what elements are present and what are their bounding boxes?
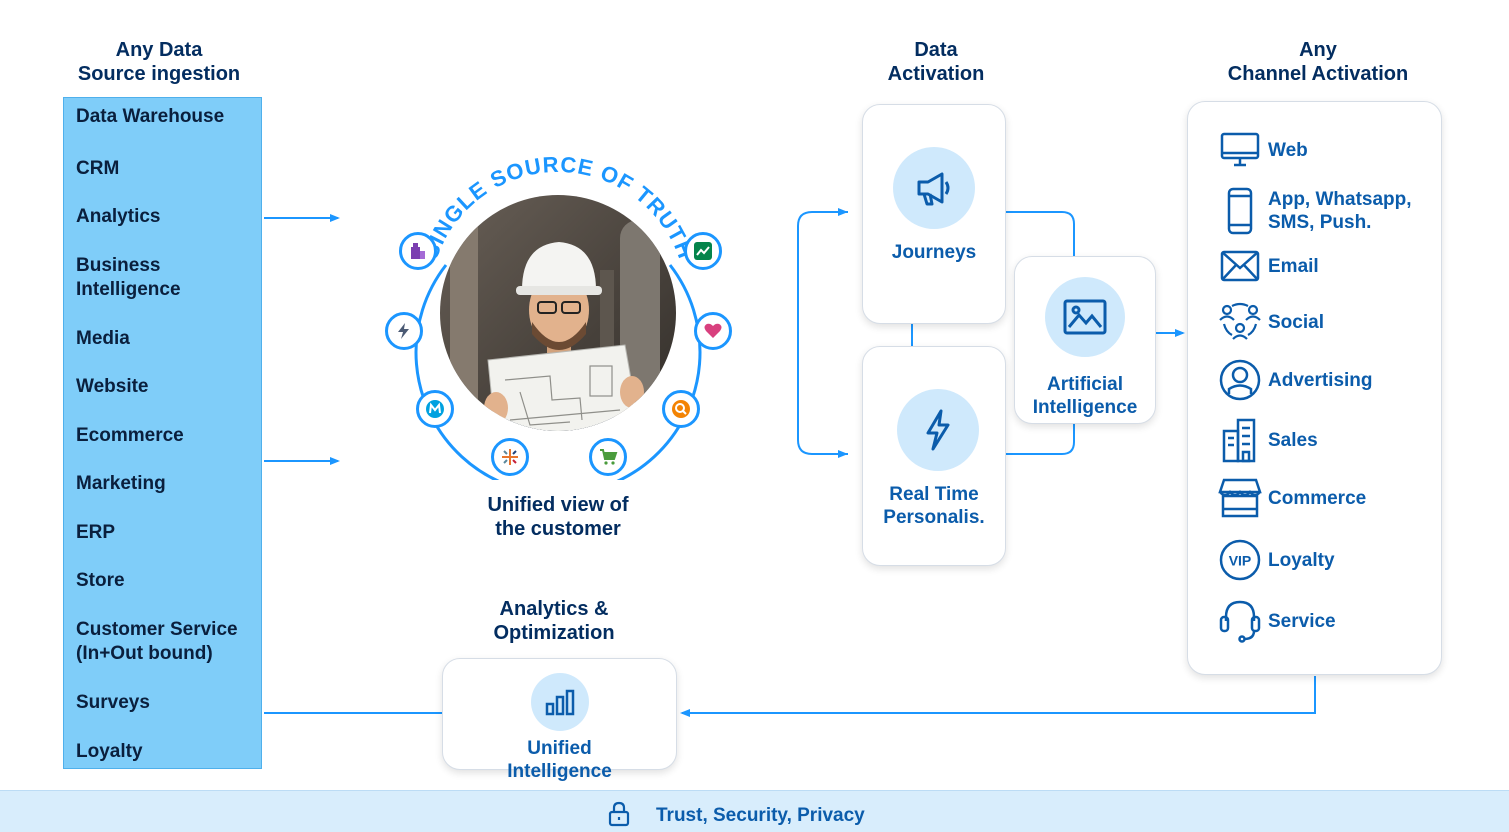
trust-footer: Trust, Security, Privacy [0,790,1509,832]
source-item: Store [76,570,125,591]
channel-service[interactable]: Service [1218,599,1336,643]
headset-icon [1218,599,1262,643]
engineer-photo [440,195,676,431]
channel-label: Service [1268,610,1336,632]
channel-label: Loyalty [1268,549,1335,571]
envelope-icon [1218,244,1262,288]
source-item: Surveys [76,692,150,713]
source-item: Marketing [76,473,166,494]
phone-icon [1218,187,1262,235]
lock-icon [608,801,630,832]
channel-label: Commerce [1268,487,1367,509]
monitor-icon [1218,128,1262,172]
source-item: Data Warehouse [76,106,225,127]
source-item: Ecommerce [76,425,184,446]
bar-chart-icon [531,673,589,731]
building-icon [399,232,437,270]
shopping-cart-icon [589,438,627,476]
source-item: Analytics [76,206,161,227]
channel-label: Sales [1268,429,1318,451]
svg-text:VIP: VIP [1229,553,1252,569]
channels-card: Web App, Whatsapp,SMS, Push. Email Socia… [1187,101,1442,675]
source-item: CRM [76,158,120,179]
heart-icon [694,312,732,350]
channels-to-analytics-link [680,676,1316,717]
mulesoft-icon [416,390,454,428]
people-network-icon [1218,300,1262,344]
truth-ring [414,264,702,480]
trending-chart-icon [684,232,722,270]
channel-commerce[interactable]: Commerce [1218,476,1366,520]
trust-label: Trust, Security, Privacy [656,805,865,826]
journeys-label: Journeys [891,242,977,263]
vip-badge-icon: VIP [1218,538,1262,582]
channel-advertising[interactable]: Advertising [1218,358,1373,402]
storefront-icon [1218,476,1262,520]
source-item: Media [76,328,130,349]
channel-label: App, Whatsapp,SMS, Push. [1268,189,1412,233]
channel-label: Web [1268,139,1308,161]
channel-label: Social [1268,311,1324,333]
image-icon [1045,277,1125,357]
channel-app[interactable]: App, Whatsapp,SMS, Push. [1218,187,1412,235]
channel-social[interactable]: Social [1218,300,1324,344]
activation-bracket [797,211,848,455]
buildings-icon [1218,418,1262,463]
channel-sales[interactable]: Sales [1218,418,1318,463]
journeys-to-ai-link [1006,211,1075,256]
tableau-icon [491,438,529,476]
channel-email[interactable]: Email [1218,244,1319,288]
source-item: Website [76,376,149,397]
person-search-icon [662,390,700,428]
channel-loyalty[interactable]: VIP Loyalty [1218,538,1335,582]
source-item: ERP [76,522,116,543]
heading-analytics: Analytics &Optimization [493,598,615,644]
single-source-of-truth-graphic: SINGLE SOURCE OF TRUTH [414,152,702,480]
user-target-icon [1218,358,1262,402]
channel-web[interactable]: Web [1218,128,1308,172]
lightning-icon [385,312,423,350]
source-item: Loyalty [76,741,143,762]
journeys-card[interactable]: Journeys [862,104,1006,324]
realtime-to-ai-link [1006,424,1075,455]
megaphone-icon [893,147,975,229]
source-item: Customer Service(In+Out bound) [76,619,238,664]
channel-label: Email [1268,255,1319,277]
channel-label: Advertising [1268,369,1373,391]
lightning-bolt-icon [897,389,979,471]
